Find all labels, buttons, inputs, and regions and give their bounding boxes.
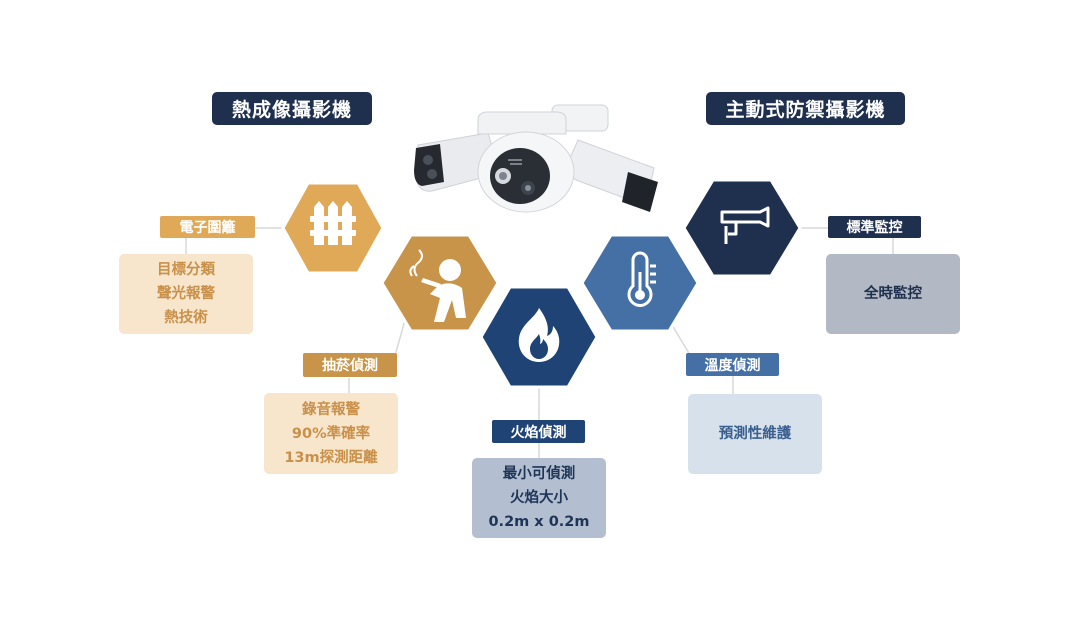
- smoking-person-icon: [409, 249, 466, 322]
- tag-standard-surveillance: 標準監控: [828, 216, 921, 238]
- fence-icon: [310, 201, 356, 245]
- detail-box-standard-surveillance: 全時監控: [826, 254, 960, 334]
- connector-line: [671, 324, 691, 356]
- tag-smoking-detection: 抽菸偵測: [303, 353, 397, 377]
- detail-line: 13m探測距離: [284, 449, 378, 466]
- thermometer-icon: [627, 251, 656, 307]
- flame-icon: [518, 308, 560, 362]
- detail-box-electronic-fence: 目標分類 聲光報警 熱技術: [119, 254, 253, 334]
- detail-line: 錄音報警: [302, 401, 360, 418]
- detail-line: 全時監控: [864, 286, 922, 302]
- hexagon-flame: [479, 285, 599, 389]
- active-defense-camera-title: 主動式防禦攝影機: [706, 92, 905, 125]
- detail-box-flame-detection: 最小可偵測 火焰大小 0.2m x 0.2m: [472, 458, 606, 538]
- thermal-camera-title: 熱成像攝影機: [212, 92, 372, 125]
- detail-line: 最小可偵測: [502, 466, 576, 482]
- detail-line: 熱技術: [164, 310, 208, 326]
- detail-line: 0.2m x 0.2m: [488, 514, 590, 530]
- tag-flame-detection: 火焰偵測: [492, 420, 585, 443]
- tag-temperature-detection: 溫度偵測: [686, 353, 779, 376]
- hexagon-smoking: [380, 233, 500, 333]
- cctv-camera-icon: [720, 206, 770, 244]
- tag-electronic-fence: 電子圍籬: [160, 216, 255, 238]
- detail-line: 目標分類: [157, 262, 215, 278]
- detail-box-smoking-detection: 錄音報警 90%準確率 13m探測距離: [264, 393, 398, 474]
- dome-camera-center: [477, 111, 575, 213]
- detail-line: 聲光報警: [157, 286, 215, 302]
- detail-line: 90%準確率: [291, 425, 371, 442]
- hexagon-fence: [281, 181, 385, 275]
- detail-line: 火焰大小: [510, 490, 568, 506]
- camera-product-image: [414, 104, 658, 213]
- hexagon-temperature: [580, 233, 700, 333]
- hexagon-standard: [682, 178, 802, 278]
- detail-line: 預測性維護: [718, 426, 792, 442]
- detail-box-temperature-detection: 預測性維護: [688, 394, 822, 474]
